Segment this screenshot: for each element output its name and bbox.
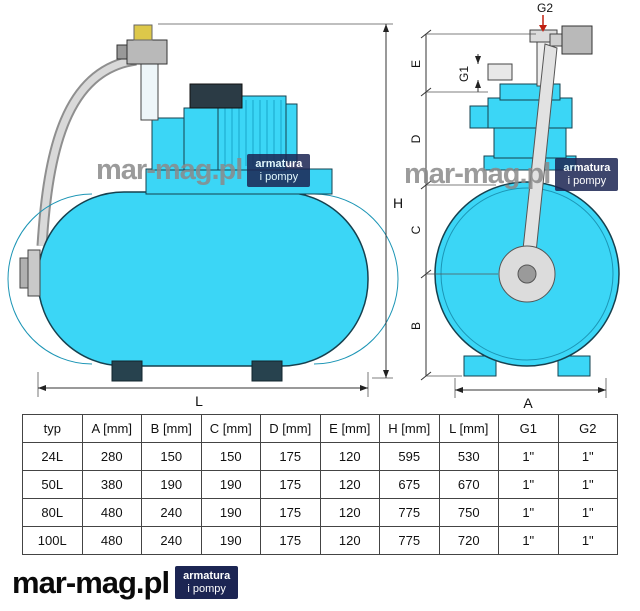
- header-cell: G2: [557, 414, 618, 443]
- brand-logo-badge: armatura i pompy: [175, 566, 239, 600]
- table-cell: 480: [81, 526, 142, 555]
- tank-leg: [251, 360, 283, 382]
- brand-logo: mar-mag.pl armatura i pompy: [12, 565, 239, 601]
- table-cell: 190: [200, 470, 261, 499]
- table-cell: 1": [498, 526, 559, 555]
- header-cell: G1: [498, 414, 559, 443]
- table-cell: 280: [81, 442, 142, 471]
- dimension-L: L: [37, 372, 369, 409]
- table-cell: 775: [379, 526, 440, 555]
- svg-text:G1: G1: [457, 66, 471, 82]
- table-row: 50L 380 190 190 175 120 675 670 1" 1": [22, 470, 618, 499]
- dimension-chain: E D C B: [409, 29, 536, 381]
- table-cell: 670: [438, 470, 499, 499]
- watermark: mar-mag.pl armatura i pompy: [96, 154, 311, 188]
- pump-side: [151, 83, 298, 171]
- table-cell: 120: [319, 498, 380, 527]
- header-cell: L [mm]: [438, 414, 499, 443]
- header-cell: D [mm]: [260, 414, 321, 443]
- table-cell: 150: [141, 442, 202, 471]
- table-cell: 175: [260, 442, 321, 471]
- table-header-row: typ A [mm] B [mm] C [mm] D [mm] E [mm] H…: [22, 414, 618, 443]
- side-view: [7, 24, 399, 382]
- dimension-A: A: [454, 378, 607, 411]
- tank-side: [37, 191, 369, 367]
- watermark-badge: armatura i pompy: [555, 158, 619, 192]
- table-cell: 190: [200, 526, 261, 555]
- header-cell: typ: [22, 414, 83, 443]
- riser-pipe: [140, 55, 159, 121]
- table-cell: 175: [260, 526, 321, 555]
- svg-text:E: E: [409, 60, 423, 68]
- watermark-text: mar-mag.pl: [96, 154, 243, 187]
- technical-drawing: L H: [7, 1, 620, 411]
- header-cell: C [mm]: [200, 414, 261, 443]
- table-cell: 150: [200, 442, 261, 471]
- table-cell: 675: [379, 470, 440, 499]
- spec-table: typ A [mm] B [mm] C [mm] D [mm] E [mm] H…: [22, 414, 618, 555]
- table-row: 24L 280 150 150 175 120 595 530 1" 1": [22, 442, 618, 471]
- pressure-switch-front: [561, 25, 593, 55]
- table-cell: 720: [438, 526, 499, 555]
- svg-text:G2: G2: [537, 1, 553, 15]
- table-cell: 50L: [22, 470, 83, 499]
- pressure-switch: [133, 24, 153, 41]
- table-cell: 190: [200, 498, 261, 527]
- header-cell: E [mm]: [319, 414, 380, 443]
- table-cell: 1": [557, 470, 618, 499]
- table-cell: 750: [438, 498, 499, 527]
- table-cell: 1": [498, 442, 559, 471]
- pump-front: [469, 83, 577, 171]
- table-row: 100L 480 240 190 175 120 775 720 1" 1": [22, 526, 618, 555]
- watermark-text: mar-mag.pl: [404, 158, 551, 191]
- table-cell: 120: [319, 470, 380, 499]
- label-G1: G1: [457, 54, 481, 92]
- table-cell: 190: [141, 470, 202, 499]
- table-cell: 240: [141, 526, 202, 555]
- table-cell: 175: [260, 470, 321, 499]
- svg-text:A: A: [523, 395, 533, 411]
- table-cell: 100L: [22, 526, 83, 555]
- table-row: 80L 480 240 190 175 120 775 750 1" 1": [22, 498, 618, 527]
- table-cell: 175: [260, 498, 321, 527]
- tank-port: [27, 249, 41, 297]
- table-cell: 775: [379, 498, 440, 527]
- tank-leg: [557, 355, 591, 377]
- table-cell: 480: [81, 498, 142, 527]
- table-cell: 380: [81, 470, 142, 499]
- svg-text:C: C: [409, 225, 423, 234]
- tank-leg: [111, 360, 143, 382]
- header-cell: B [mm]: [141, 414, 202, 443]
- label-G2: G2: [537, 1, 553, 32]
- dimension-H: H: [158, 23, 403, 379]
- svg-text:D: D: [409, 134, 423, 143]
- table-cell: 240: [141, 498, 202, 527]
- table-cell: 24L: [22, 442, 83, 471]
- table-cell: 1": [557, 526, 618, 555]
- table-cell: 1": [498, 498, 559, 527]
- table-cell: 80L: [22, 498, 83, 527]
- five-way-fitting: [126, 39, 168, 65]
- svg-text:L: L: [195, 393, 203, 409]
- table-cell: 1": [557, 498, 618, 527]
- table-cell: 120: [319, 442, 380, 471]
- terminal-box: [189, 83, 243, 109]
- table-cell: 530: [438, 442, 499, 471]
- table-cell: 120: [319, 526, 380, 555]
- table-cell: 595: [379, 442, 440, 471]
- brand-logo-text: mar-mag.pl: [12, 565, 170, 601]
- header-cell: H [mm]: [379, 414, 440, 443]
- svg-text:H: H: [393, 195, 403, 211]
- header-cell: A [mm]: [81, 414, 142, 443]
- watermark-badge: armatura i pompy: [247, 154, 311, 188]
- table-cell: 1": [498, 470, 559, 499]
- g1-port: [487, 63, 513, 81]
- tank-leg: [463, 355, 497, 377]
- front-view: [434, 25, 620, 377]
- table-cell: 1": [557, 442, 618, 471]
- svg-text:B: B: [409, 322, 423, 330]
- watermark: mar-mag.pl armatura i pompy: [404, 158, 619, 192]
